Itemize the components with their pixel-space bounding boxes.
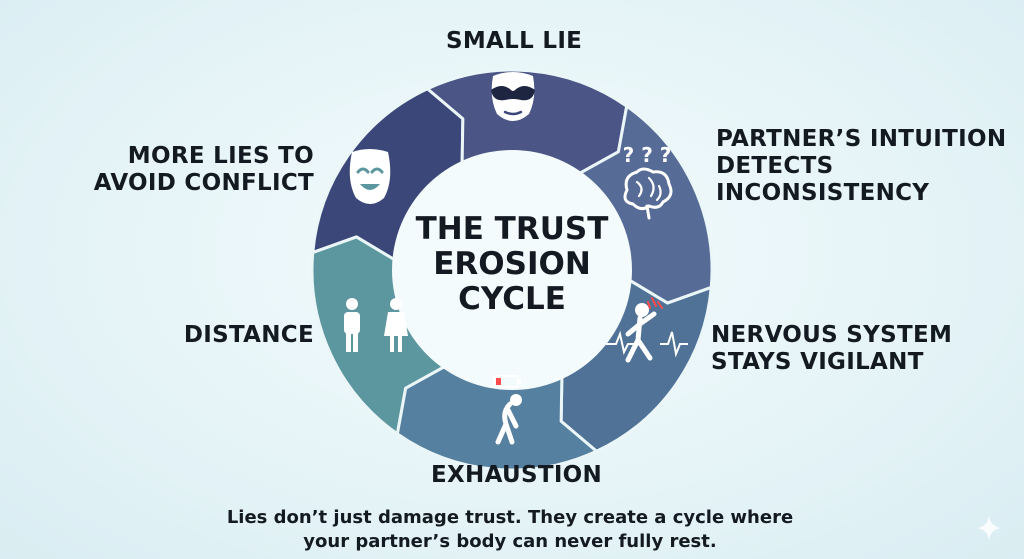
center-disc <box>392 150 632 390</box>
tired-person-icon <box>493 375 522 445</box>
alert-person-icon <box>606 297 688 363</box>
smiling-mask-icon <box>349 149 391 204</box>
people-icon <box>344 298 408 352</box>
cycle-title: THE TRUST EROSION CYCLE <box>400 212 624 317</box>
caption-line-1: Lies don’t just damage trust. They creat… <box>226 507 794 528</box>
sparkle-icon <box>976 515 1002 541</box>
stage-label-nervous-system: NERVOUS SYSTEM STAYS VIGILANT <box>711 322 953 375</box>
stage-label-more-lies: MORE LIES TO AVOID CONFLICT <box>93 143 314 196</box>
cycle-title-line-1: THE TRUST <box>415 211 609 247</box>
brain-icon: ? ? ? <box>623 143 673 220</box>
question-marks-icon: ? ? ? <box>623 143 672 167</box>
mask-icon <box>491 72 535 121</box>
stage-label-small-lie: SMALL LIE <box>446 28 583 54</box>
cycle-title-line-3: CYCLE <box>458 281 566 317</box>
caption: Lies don’t just damage trust. They creat… <box>180 506 840 554</box>
stage-label-partner-intuition: PARTNER’S INTUITION DETECTS INCONSISTENC… <box>716 126 1007 206</box>
caption-line-2: your partner’s body can never fully rest… <box>303 531 717 552</box>
stage-label-exhaustion: EXHAUSTION <box>431 462 603 488</box>
cycle-title-line-2: EROSION <box>433 246 591 282</box>
stage-label-distance: DISTANCE <box>183 322 314 348</box>
